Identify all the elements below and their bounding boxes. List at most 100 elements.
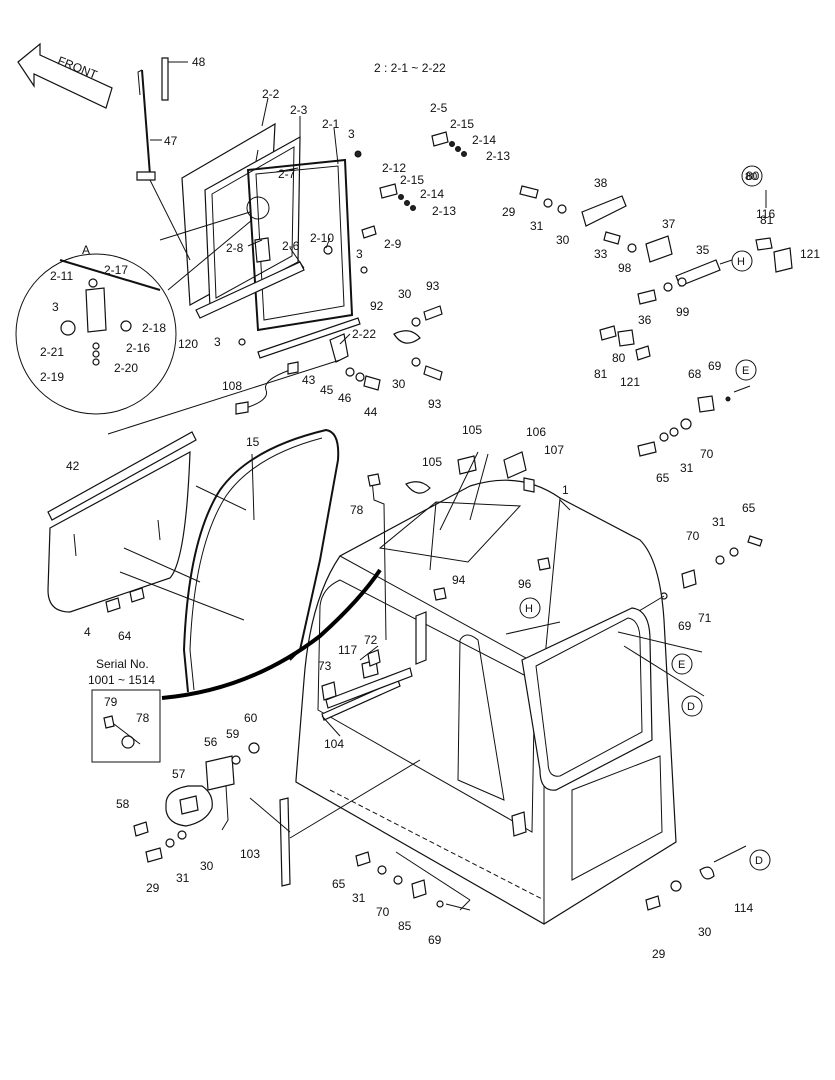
callout: 38 — [594, 176, 608, 190]
callout: 65 — [742, 501, 756, 515]
callout: 2-15 — [450, 117, 474, 131]
callout: 105 — [462, 423, 482, 437]
callout: 15 — [246, 435, 260, 449]
callout: 71 — [698, 611, 712, 625]
callout: 3 — [348, 127, 355, 141]
callout: 69 — [708, 359, 722, 373]
callout: 70 — [686, 529, 700, 543]
ref-circle: H — [737, 256, 745, 268]
callout: 31 — [530, 219, 544, 233]
callout: 96 — [518, 577, 532, 591]
callout: 68 — [688, 367, 702, 381]
callout: 70 — [376, 905, 390, 919]
callout: 2-22 — [352, 327, 376, 341]
callout: 56 — [204, 735, 218, 749]
callout: 92 — [370, 299, 384, 313]
serial-label-2: 1001 ~ 1514 — [88, 673, 155, 687]
window-frame — [195, 135, 361, 359]
cab-edge-curve — [161, 568, 382, 700]
callout: 43 — [302, 373, 316, 387]
ref-circle: 80 — [745, 171, 757, 183]
bracket-64 — [105, 587, 145, 613]
callout: 98 — [618, 261, 632, 275]
callout: 3 — [356, 247, 363, 261]
ref-circle: H — [525, 603, 533, 615]
circled-refs: 80 H E H E D D — [519, 165, 771, 871]
callout: 2-13 — [432, 204, 456, 218]
callout: 80 — [612, 351, 626, 365]
callout: 69 — [678, 619, 692, 633]
detail-a: A — [15, 196, 270, 415]
callout: 29 — [146, 881, 160, 895]
callout-labels: 48 47 2-2 2-3 2-1 3 2-5 2-15 2-14 2-13 2… — [40, 55, 820, 961]
callout: 58 — [116, 797, 130, 811]
leader-lines — [107, 97, 705, 911]
callout: 64 — [118, 629, 132, 643]
callout: 36 — [638, 313, 652, 327]
callout: 106 — [526, 425, 546, 439]
callout: 30 — [200, 859, 214, 873]
callout: 3 — [214, 335, 221, 349]
callout: 114 — [734, 901, 753, 915]
callout: 60 — [244, 711, 258, 725]
ref-circle: E — [678, 659, 685, 671]
callout: 73 — [318, 659, 332, 673]
callout: 48 — [192, 55, 206, 69]
wiper-assembly — [136, 57, 188, 181]
serial-label-1: Serial No. — [96, 657, 149, 671]
callout: 3 — [52, 300, 59, 314]
callout: 2-17 — [104, 263, 128, 277]
hardware-right-top — [519, 185, 793, 361]
callout: 47 — [164, 134, 178, 148]
callout: 65 — [656, 471, 670, 485]
callout: 80 — [746, 169, 760, 183]
callout: 2-11 — [50, 269, 73, 283]
callout: 103 — [240, 847, 260, 861]
callout: 57 — [172, 767, 186, 781]
callout: 78 — [136, 711, 150, 725]
callout: 69 — [428, 933, 442, 947]
detail-a-label: A — [82, 243, 90, 257]
callout: 72 — [364, 633, 378, 647]
callout: 116 — [756, 207, 775, 221]
callout: 30 — [556, 233, 570, 247]
callout: 31 — [352, 891, 366, 905]
callout: 2-16 — [126, 341, 150, 355]
ref-circle: D — [755, 855, 763, 867]
hardware-bottom — [355, 845, 747, 911]
callout: 78 — [350, 503, 364, 517]
callout: 45 — [320, 383, 334, 397]
roof-parts — [405, 451, 551, 601]
callout: 107 — [544, 443, 564, 457]
callout: 59 — [226, 727, 240, 741]
callout: 44 — [364, 405, 378, 419]
callout: 2-19 — [40, 370, 64, 384]
callout: 121 — [620, 375, 640, 389]
door-glass-4 — [47, 450, 191, 613]
callout: 120 — [178, 337, 198, 351]
seal-15 — [182, 428, 340, 693]
callout: 2-18 — [142, 321, 166, 335]
callout: 42 — [66, 459, 80, 473]
front-arrow: FRONT — [17, 42, 113, 109]
callout: 104 — [324, 737, 344, 751]
callout: 30 — [698, 925, 712, 939]
ref-circle: E — [742, 365, 749, 377]
serial-box: Serial No. 1001 ~ 1514 — [88, 657, 161, 763]
seal-103 — [279, 797, 291, 887]
callout: 93 — [428, 397, 442, 411]
callout: 2-9 — [384, 237, 402, 251]
callout: 2-10 — [310, 231, 334, 245]
callout: 35 — [696, 243, 710, 257]
callout: 4 — [84, 625, 91, 639]
callout: 1 — [562, 483, 569, 497]
callout: 79 — [104, 695, 118, 709]
rod-78 — [367, 473, 387, 641]
callout: 121 — [800, 247, 820, 261]
callout: 70 — [700, 447, 714, 461]
callout: 33 — [594, 247, 608, 261]
callout: 2-13 — [486, 149, 510, 163]
callout: 105 — [422, 455, 442, 469]
callout: 29 — [502, 205, 516, 219]
harness-108 — [235, 361, 299, 415]
